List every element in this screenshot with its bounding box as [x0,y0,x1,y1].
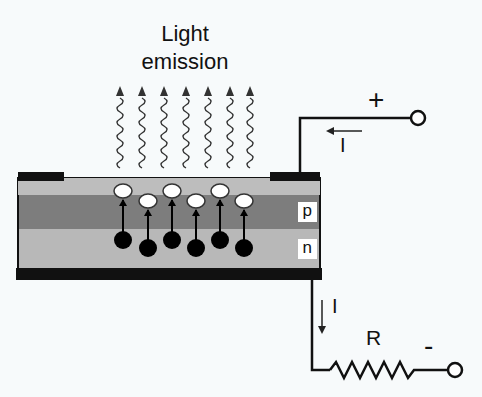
wire [312,280,330,370]
layer-label: p [298,202,317,222]
top-contact [18,172,64,181]
resistor-label: R [366,326,381,350]
top-contact [270,172,320,181]
terminal [411,111,425,125]
terminal [448,363,462,377]
n-layer: n [19,229,319,268]
current-label: I [340,134,346,157]
p-layer: p [19,195,319,229]
emission-label: Light emission [120,20,250,76]
resistor-symbol [330,362,447,378]
polarity-sign: + [368,84,384,116]
device-body [18,178,320,278]
current-label: I [332,295,338,318]
current-arrow [321,300,323,330]
current-arrow [330,130,362,132]
polarity-sign: - [424,330,433,362]
bottom-electrode [16,268,322,280]
light-waves [116,86,254,168]
layer-label: n [298,239,317,259]
wire [300,118,410,172]
